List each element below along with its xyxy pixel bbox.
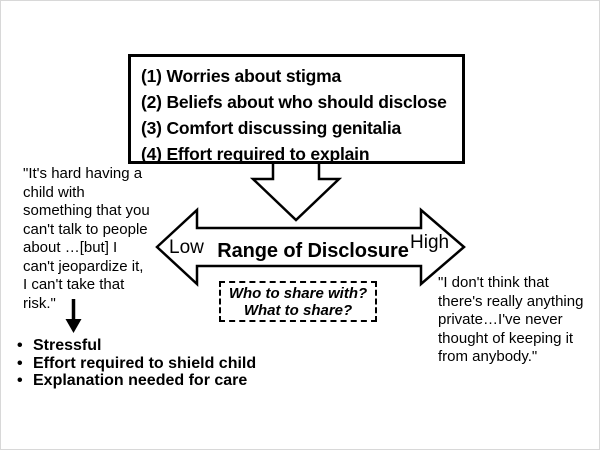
consequence-label: Effort required to shield child: [33, 354, 257, 372]
list-item: • Stressful: [17, 337, 256, 355]
bullet-icon: •: [17, 354, 23, 372]
high-label: High: [410, 232, 450, 253]
consequence-label: Stressful: [33, 337, 102, 354]
low-label: Low: [169, 237, 204, 258]
consequence-label: Explanation needed for care: [33, 372, 248, 389]
consequence-arrow: [65, 299, 82, 333]
factor-item-1: (1) Worries about stigma: [141, 66, 342, 86]
question-box: Who to share with? What to share?: [219, 281, 377, 322]
factor-item-2: (2) Beliefs about who should disclose: [141, 92, 447, 112]
bullet-icon: •: [17, 372, 23, 389]
list-item: • Explanation needed for care: [17, 372, 256, 390]
factor-item-3: (3) Comfort discussing genitalia: [141, 118, 402, 138]
question-box-text: Who to share with? What to share?: [228, 285, 368, 319]
consequences-list: • Stressful • Effort required to shield ch…: [17, 337, 256, 390]
range-double-arrow: [155, 207, 466, 287]
down-block-arrow: [249, 160, 343, 222]
right-quote: "I don't think that there's really anyth…: [438, 274, 584, 366]
range-of-disclosure-title: Range of Disclosure: [217, 240, 409, 262]
factors-box: (1) Worries about stigma (2) Beliefs abo…: [128, 54, 465, 164]
list-item: • Effort required to shield child: [17, 355, 256, 373]
left-quote: "It's hard having a child with something…: [23, 165, 150, 312]
bullet-icon: •: [17, 337, 23, 354]
factor-item-4: (4) Effort required to explain: [141, 144, 370, 164]
